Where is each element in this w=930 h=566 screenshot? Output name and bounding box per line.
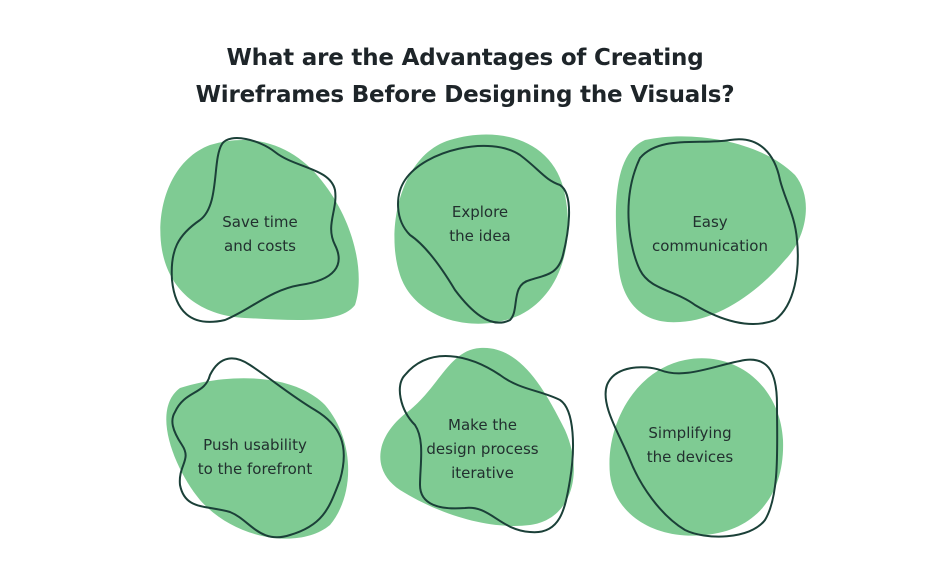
advantage-simplifying-devices: Simplifying the devices [595,345,795,545]
item-3-line-1: Easy [692,213,728,231]
item-5-line-1: Make the [448,416,517,434]
item-6-line-2: the devices [646,448,734,466]
item-6-line-1: Simplifying [648,424,732,442]
advantage-easy-communication: Easy communication [600,130,820,330]
blob-shape-icon [160,137,359,323]
advantage-explore-idea: Explore the idea [380,125,580,335]
blob-shape-icon [166,357,349,539]
item-4-line-1: Push usability [203,436,307,454]
advantage-iterative-process: Make the design process iterative [370,340,590,550]
advantage-push-usability: Push usability to the forefront [140,350,370,550]
item-4-line-2: to the forefront [197,460,313,478]
blob-shape-icon [615,136,806,326]
item-5-line-3: iterative [451,464,514,482]
item-2-line-2: the idea [449,227,511,245]
item-1-line-2: and costs [224,237,296,255]
title-line-2: Wireframes Before Designing the Visuals? [195,82,735,108]
item-3-line-2: communication [651,237,768,255]
advantage-save-time: Save time and costs [150,130,370,330]
page-title: What are the Advantages of Creating Wire… [0,40,930,114]
item-5-line-2: design process [426,440,539,458]
title-line-1: What are the Advantages of Creating [226,45,704,71]
blob-shape-icon [380,347,574,534]
blob-shape-icon [394,134,571,324]
item-2-line-1: Explore [451,203,509,221]
item-1-line-1: Save time [222,213,298,231]
blob-shape-icon [604,358,784,538]
